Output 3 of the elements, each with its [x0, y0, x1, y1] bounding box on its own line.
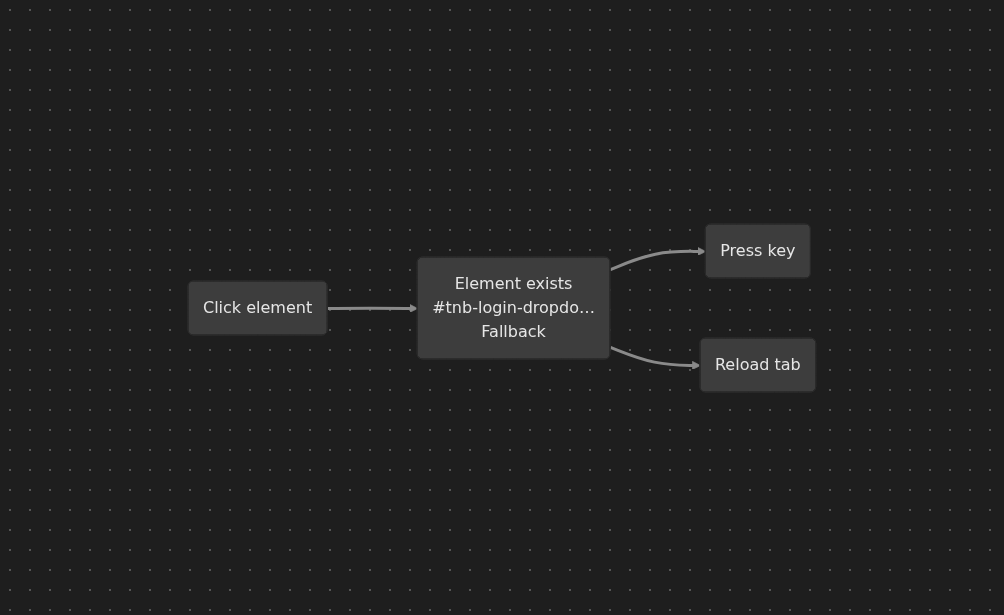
arrow: [610, 246, 707, 271]
arrow: [327, 303, 419, 313]
arrow: [610, 345, 701, 370]
